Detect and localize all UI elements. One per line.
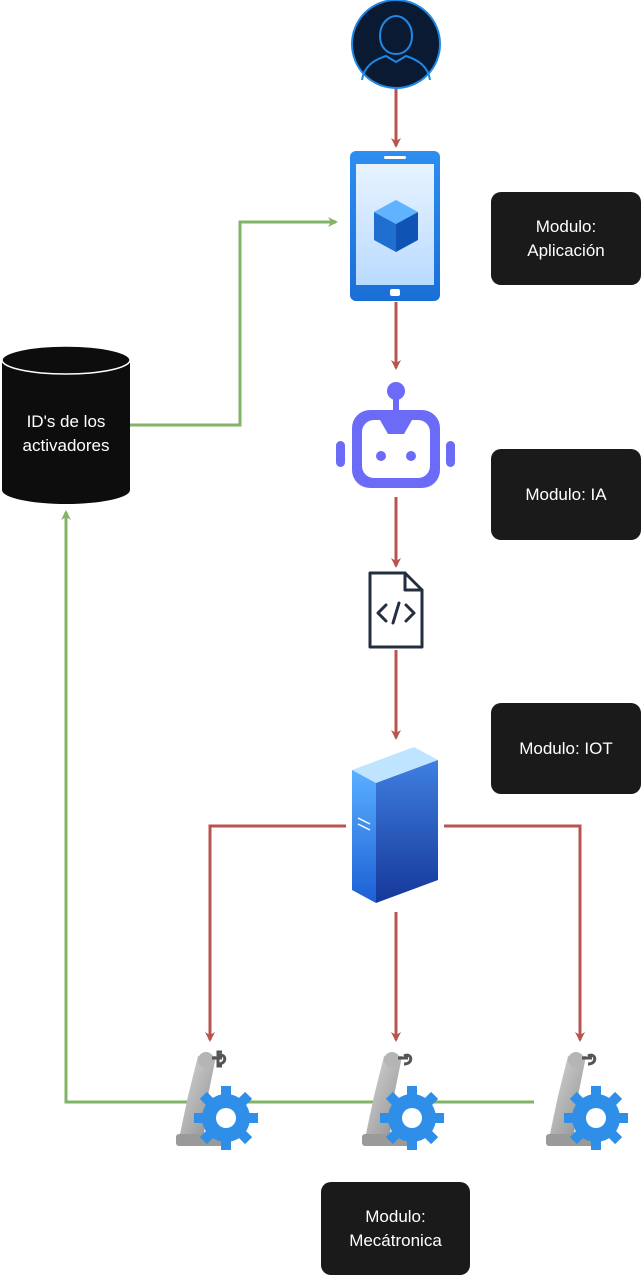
robot-arm-icon-center	[362, 1052, 444, 1150]
module-label-app: Modulo: Aplicación	[491, 192, 641, 285]
arrow-server-to-robot-right	[444, 824, 585, 1042]
module-label-ia-text: Modulo: IA	[525, 484, 607, 504]
robot-arm-icon-right	[546, 1052, 628, 1150]
server-icon	[352, 747, 438, 903]
module-label-iot: Modulo: IOT	[491, 703, 641, 794]
code-file-icon	[368, 571, 424, 649]
arrow-server-to-robot-left	[205, 824, 346, 1042]
module-label-iot-text: Modulo: IOT	[519, 738, 613, 758]
flow-arrows	[205, 88, 585, 1042]
module-label-app-text: Modulo: Aplicación	[527, 216, 605, 260]
robot-arm-icon-left	[176, 1050, 258, 1150]
bot-icon	[336, 382, 455, 488]
database-label: ID's de los activadores	[22, 412, 110, 455]
database-cylinder	[1, 345, 131, 504]
mobile-app-icon	[350, 151, 440, 301]
module-label-mecatronica-text: Modulo: Mecátronica	[349, 1206, 442, 1250]
module-label-ia: Modulo: IA	[491, 449, 641, 540]
arrow-robots-to-database	[61, 510, 534, 1104]
user-avatar-icon	[351, 0, 441, 89]
arrow-database-to-app	[130, 217, 338, 427]
module-label-mecatronica: Modulo: Mecátronica	[321, 1182, 470, 1275]
feedback-arrows	[61, 217, 534, 1104]
